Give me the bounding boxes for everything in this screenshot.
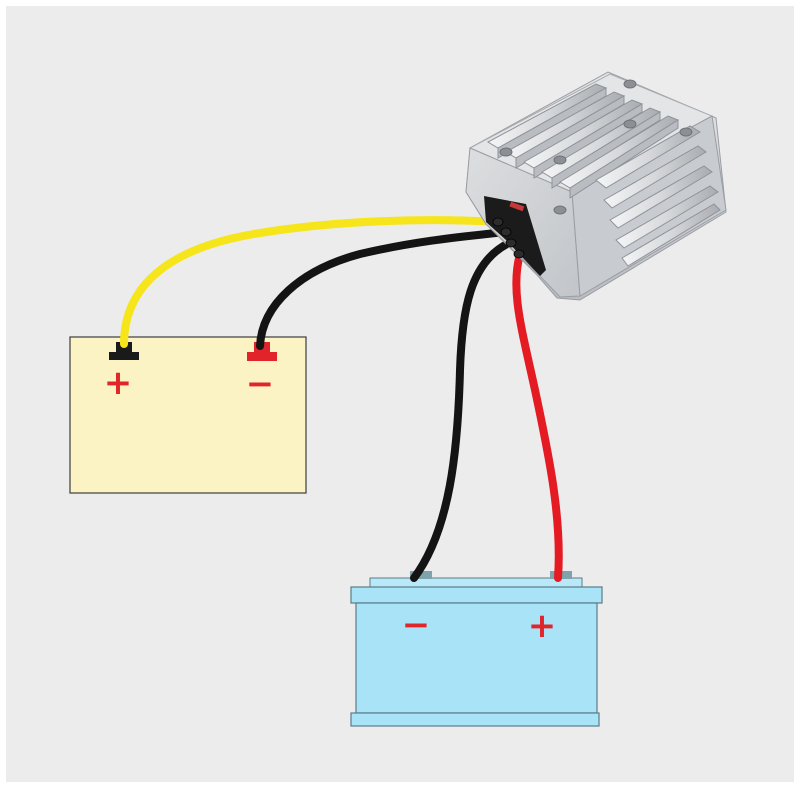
converter-label	[509, 201, 525, 212]
input-battery-plus-sign: +	[104, 363, 133, 403]
heatsink-fins	[486, 83, 721, 267]
output-battery: − +	[350, 571, 603, 727]
bolt-5	[679, 127, 693, 137]
frame-edge-left	[0, 0, 6, 800]
output-battery-plus-sign: +	[528, 606, 557, 646]
output-battery-lid	[350, 586, 603, 604]
wire-entry-points	[492, 217, 525, 259]
red-wire-output	[512, 250, 563, 582]
black-wire-output	[410, 239, 513, 582]
frame-edge-top	[0, 0, 800, 6]
output-battery-body	[355, 602, 598, 714]
bolt-1	[499, 147, 513, 157]
bolt-4	[623, 119, 637, 129]
black-wire-input	[256, 228, 509, 350]
cable-grommet	[484, 196, 546, 276]
bolt-6	[553, 205, 567, 215]
output-battery-minus-sign: −	[402, 605, 431, 645]
mounting-bolts	[499, 79, 693, 215]
voltage-converter	[465, 71, 727, 301]
input-battery-body	[69, 336, 307, 494]
yellow-wire	[120, 216, 502, 348]
bolt-3	[553, 155, 567, 165]
bolt-2	[623, 79, 637, 89]
output-battery-base	[350, 712, 600, 727]
input-battery: + −	[69, 336, 307, 494]
wires	[120, 216, 563, 582]
frame-edge-right	[794, 0, 800, 800]
input-battery-minus-sign: −	[246, 364, 275, 404]
frame-edge-bottom	[0, 782, 800, 800]
